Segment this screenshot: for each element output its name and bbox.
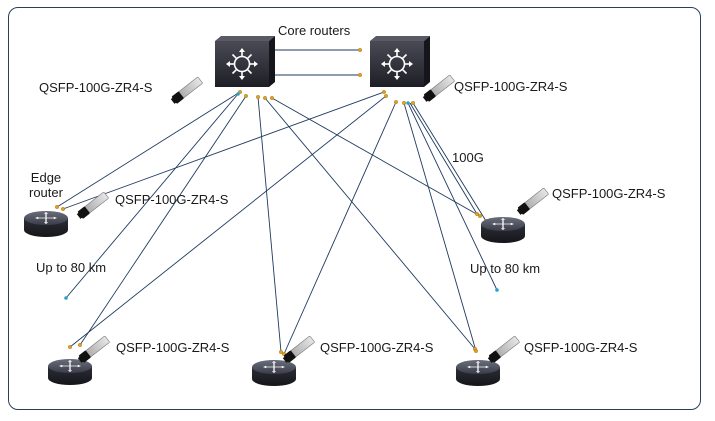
link-core-right-to-bottom-center [283,101,397,355]
optic-core-left-label: QSFP-100G-ZR4-S [39,80,153,95]
optic-bottom-left-label: QSFP-100G-ZR4-S [116,340,230,355]
optic-core-left-icon [169,75,204,106]
endpoint-dots [64,92,499,300]
core-router-right-icon [370,36,430,87]
link-core-right-to-edge-left [62,91,385,210]
link-lines [56,49,498,355]
edge-router-bottom-right-icon [454,358,502,388]
edge-router-label: Edge router [29,170,63,200]
core-routers-label: Core routers [278,23,351,38]
edge-router-left-icon [22,209,70,239]
edge-router-label-line2: router [29,185,63,200]
distance-right-label: Up to 80 km [470,261,541,276]
optic-bottom-left-icon [76,334,111,365]
optic-edge-right-label: QSFP-100G-ZR4-S [552,186,666,201]
link-core-right-to-edge-right-b [412,102,487,222]
optic-edge-left-icon [75,190,110,221]
edge-router-bottom-left-icon [46,357,94,387]
optic-bottom-center-icon [281,334,316,365]
optic-edge-right-icon [515,186,550,217]
diagram-frame [8,7,701,410]
optic-edge-left-label: QSFP-100G-ZR4-S [115,192,229,207]
optic-bottom-right-icon [486,334,521,365]
link-core-right-to-edge-right-a [409,102,478,215]
core-router-left-icon [215,36,275,87]
link-core-left-to-bottom-center [257,96,282,353]
link-core-right-to-bottom-right [403,102,477,352]
optic-bottom-center-label: QSFP-100G-ZR4-S [320,340,434,355]
optic-bottom-right-label: QSFP-100G-ZR4-S [524,340,638,355]
link-core-left-endpoint-a [65,93,239,299]
edge-router-label-line1: Edge [30,170,62,185]
link-core-left-to-bottom-right [264,97,476,350]
link-core-left-to-edge-right [271,97,481,217]
edge-router-right-icon [479,215,527,245]
link-core-left-to-edge-left [56,91,241,208]
distance-left-label: Up to 80 km [36,260,107,275]
link-core-right-endpoint-b [407,102,498,291]
edge-router-bottom-center-icon [250,358,298,388]
link-speed-label: 100G [452,150,484,165]
link-core-left-to-bottom-left [79,95,247,346]
optic-core-right-label: QSFP-100G-ZR4-S [454,79,568,94]
link-core-right-to-bottom-left [69,95,387,348]
